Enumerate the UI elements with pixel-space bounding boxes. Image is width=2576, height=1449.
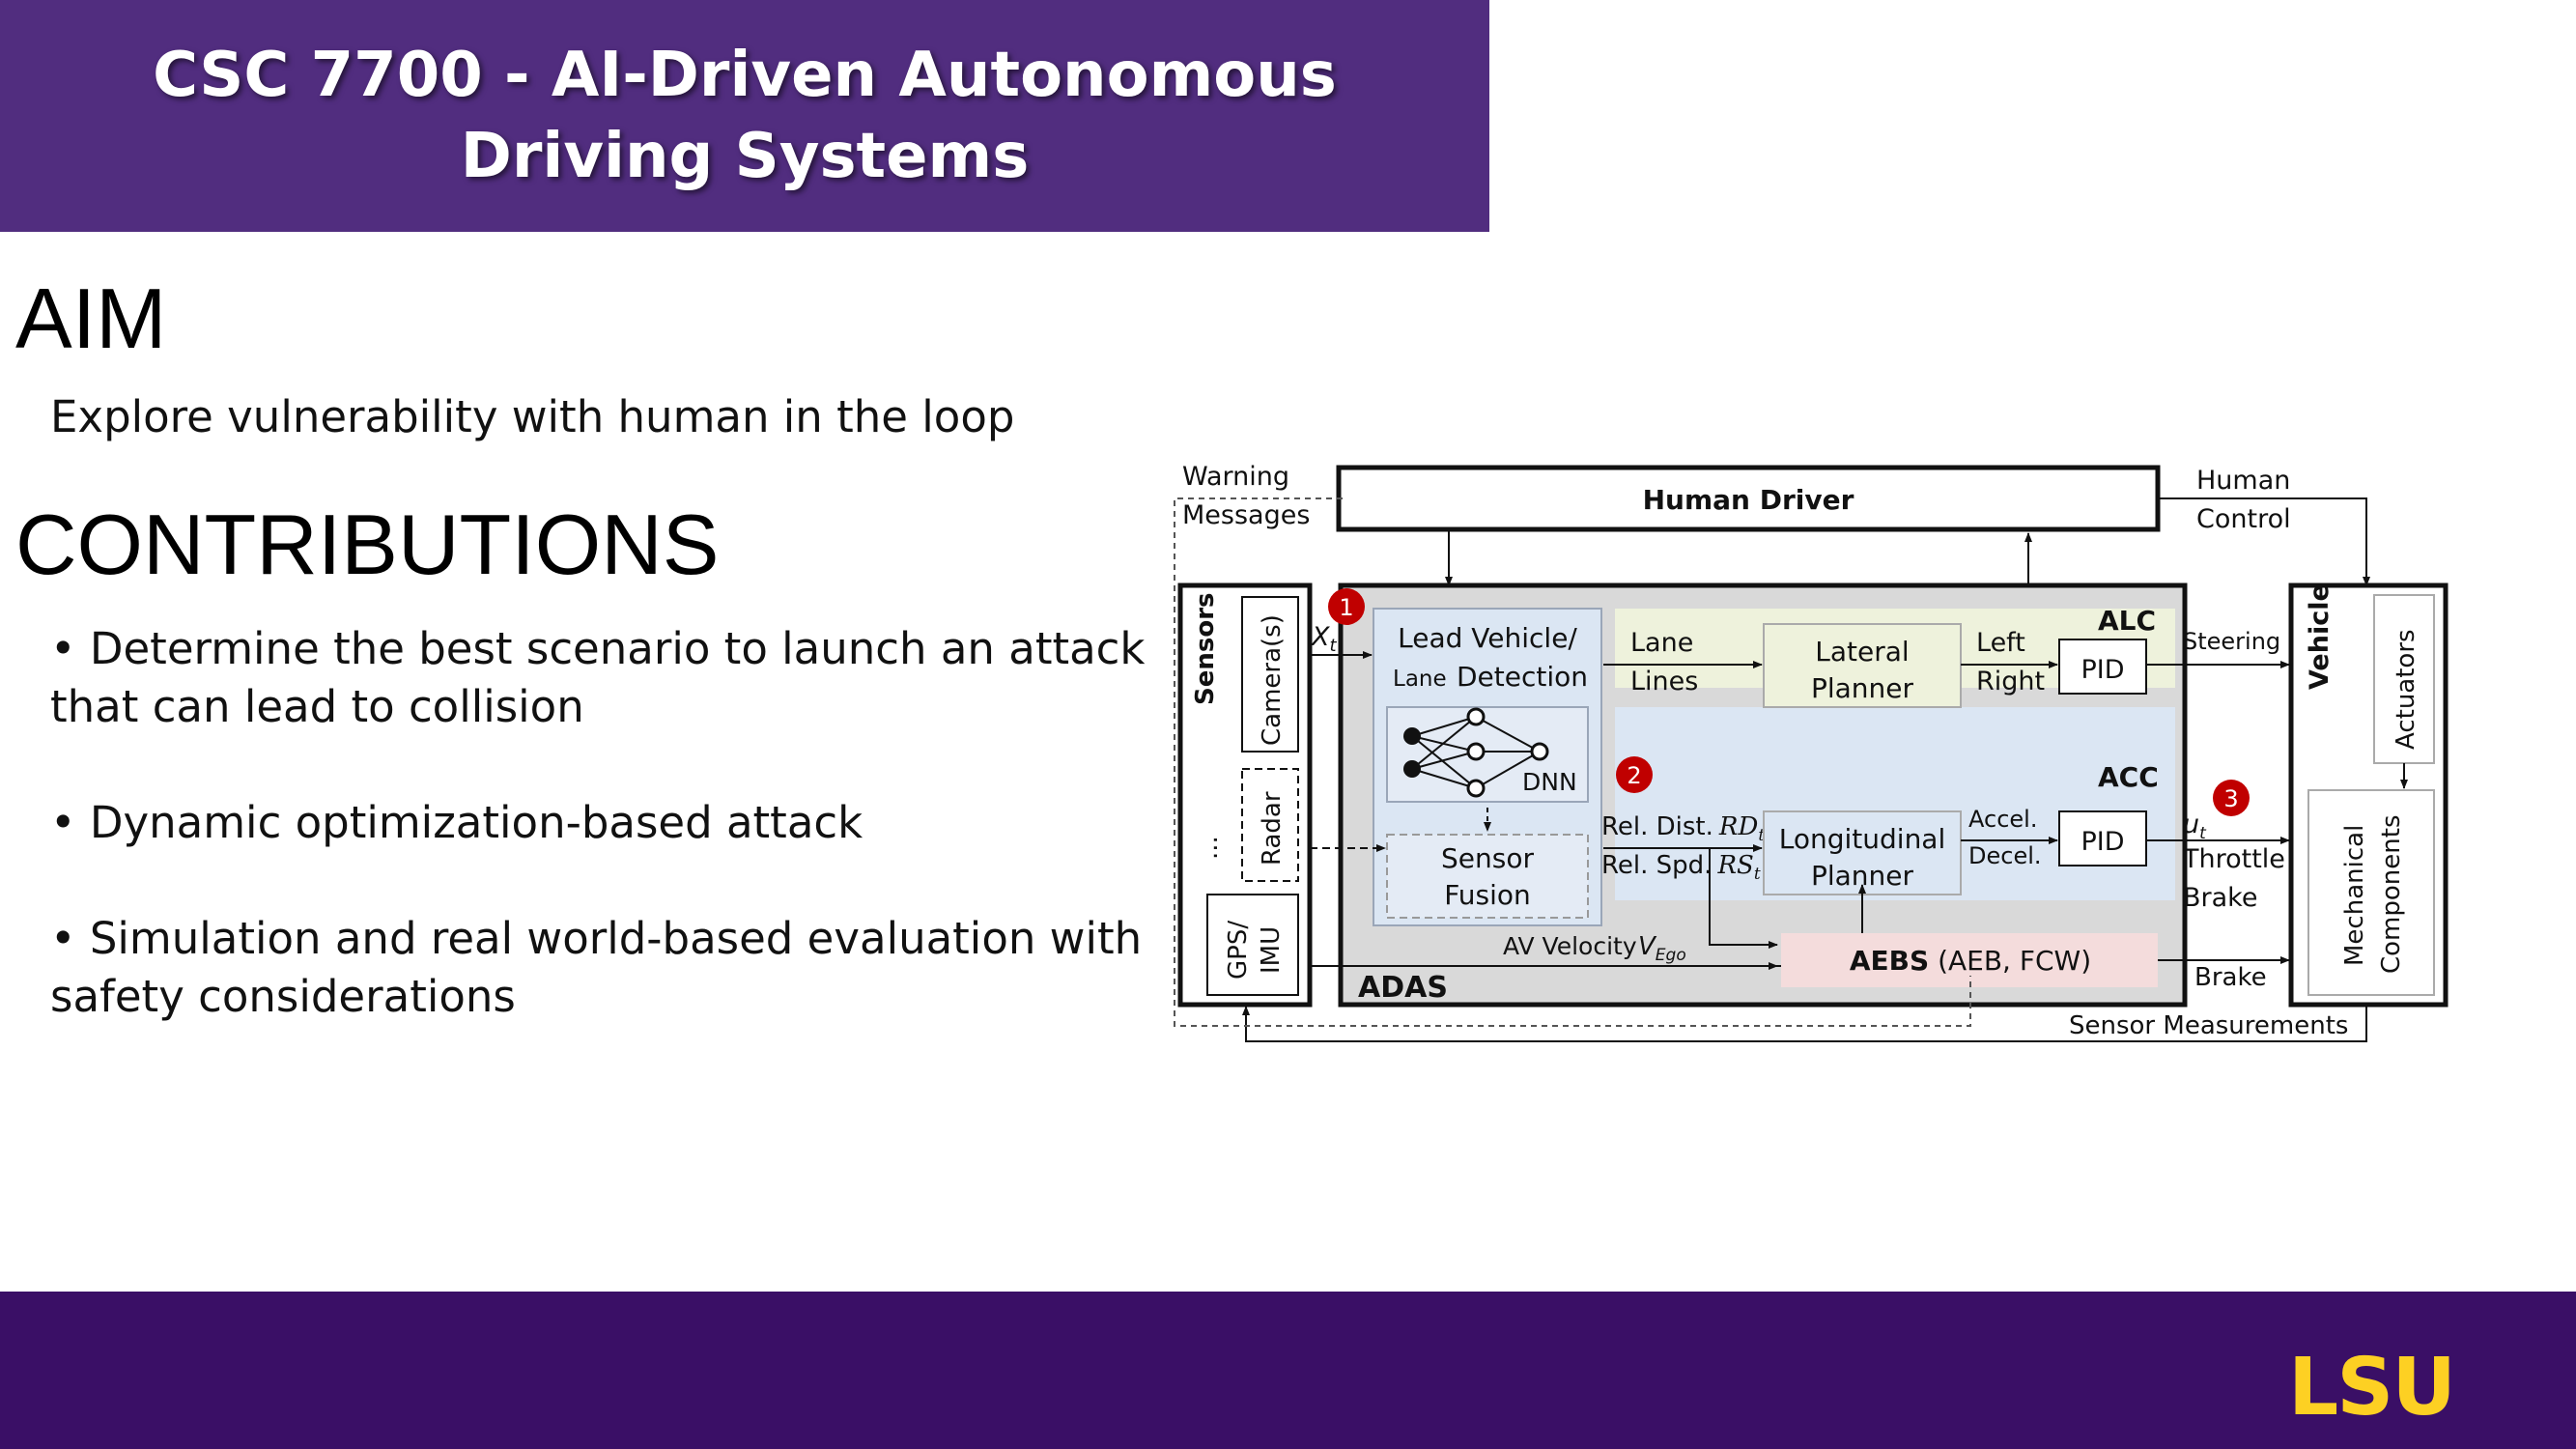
gps-label: GPS/ [1224, 921, 1253, 980]
bullet-1-line-1: • Determine the best scenario to launch … [50, 623, 1146, 674]
nn-hidden-node-1 [1466, 707, 1486, 726]
av-velocity-label: AV Velocity [1503, 932, 1637, 960]
steering-label: Steering [2183, 628, 2280, 655]
slide-title-line-1: CSC 7700 - AI-Driven Autonomous [153, 40, 1337, 111]
more-sensors-dots: ... [1195, 836, 1224, 860]
mechanical-components-box [2307, 789, 2435, 996]
radar-label: Radar [1258, 791, 1287, 866]
brake-label-2: Brake [2194, 963, 2267, 992]
rel-dist-label: Rel. Dist.RDt [1601, 812, 1765, 845]
bullet-3: • Simulation and real world-based evalua… [50, 910, 1142, 1026]
badge-2-number: 2 [1627, 762, 1641, 789]
slide-footer [0, 1292, 2576, 1449]
nn-hidden-node-2 [1466, 742, 1486, 761]
sensor-fusion-box [1386, 834, 1589, 919]
aim-heading: AIM [15, 270, 167, 366]
bullet-3-line-1: • Simulation and real world-based evalua… [50, 913, 1143, 964]
decel-label: Decel. [1968, 842, 2042, 869]
imu-label: IMU [1257, 926, 1286, 974]
mechanical-label: Mechanical [2340, 825, 2369, 966]
gps-imu-box [1206, 894, 1299, 996]
camera-label: Camera(s) [1258, 614, 1287, 746]
slide-title: CSC 7700 - AI-Driven Autonomous Driving … [0, 35, 1489, 197]
alc-pid-label: PID [2081, 655, 2124, 685]
ut-label: ut [2183, 810, 2207, 843]
components-label: Components [2377, 815, 2406, 975]
slide-header: CSC 7700 - AI-Driven Autonomous Driving … [0, 0, 1489, 232]
alc-pid-box [2058, 639, 2147, 695]
neural-network-icon [1411, 716, 1541, 789]
lateral-planner-label-2: Planner [1811, 672, 1914, 704]
longitudinal-planner-box [1763, 810, 1962, 895]
nn-input-node-2 [1403, 760, 1421, 778]
badge-3-number: 3 [2223, 785, 2238, 812]
vego-label: VEgo [1638, 932, 1686, 965]
bullet-2-line-1: • Dynamic optimization-based attack [50, 797, 863, 848]
brake-label: Brake [2183, 883, 2257, 913]
dnn-label: DNN [1522, 768, 1577, 796]
bullet-1-line-2: that can lead to collision [50, 681, 584, 732]
badge-2 [1616, 756, 1653, 793]
radar-box [1241, 768, 1299, 882]
lane-lines-label-2: Lines [1630, 667, 1698, 696]
adas-label: ADAS [1358, 971, 1448, 1005]
human-control-label-1: Human [2196, 466, 2290, 496]
right-label: Right [1976, 667, 2045, 696]
camera-box [1241, 596, 1299, 753]
lateral-planner-box [1763, 623, 1962, 708]
lsu-logo: LSU [2288, 1347, 2456, 1424]
vehicle-label: Vehicle [2305, 583, 2335, 690]
bullet-2: • Dynamic optimization-based attack [50, 794, 863, 852]
bullet-1: • Determine the best scenario to launch … [50, 620, 1145, 736]
slide-title-line-2: Driving Systems [460, 121, 1030, 192]
human-control-label-2: Control [2196, 504, 2291, 534]
sensor-measurements-arrow [1242, 1005, 2367, 1042]
accel-label: Accel. [1968, 806, 2037, 833]
reldist-to-aebs-arrow [1709, 848, 1778, 949]
lateral-planner-label-1: Lateral [1815, 636, 1909, 668]
sensor-fusion-label-2: Fusion [1444, 879, 1531, 911]
sensors-label: Sensors [1191, 592, 1220, 705]
throttle-label: Throttle [2182, 844, 2285, 874]
lane-lines-label-1: Lane [1630, 628, 1693, 658]
rel-spd-label: Rel. Spd.RSt [1601, 851, 1761, 884]
bullet-3-line-2: safety considerations [50, 971, 516, 1022]
warning-label-2: Messages [1182, 500, 1310, 530]
sensor-measurements-label: Sensor Measurements [2069, 1011, 2348, 1040]
detection-label: Detection [1457, 661, 1588, 693]
acc-pid-box [2058, 810, 2147, 867]
actuators-label: Actuators [2392, 629, 2420, 750]
aebs-label: AEBS (AEB, FCW) [1850, 945, 2091, 977]
aebs-box [1781, 933, 2158, 987]
human-driver-label: Human Driver [1643, 484, 1854, 516]
lsu-logo-text: LSU [2288, 1347, 2454, 1424]
badge-1-number: 1 [1339, 594, 1353, 621]
warning-messages-path [1174, 497, 1971, 1027]
sensor-fusion-label-1: Sensor [1441, 842, 1534, 874]
xt-label: Xt [1310, 622, 1338, 656]
adas-architecture-diagram: Warning Messages Human Driver Human Cont… [1174, 462, 2449, 1042]
contributions-heading: CONTRIBUTIONS [15, 497, 720, 592]
human-control-arrow [2158, 497, 2370, 586]
badge-3 [2213, 780, 2250, 816]
lane-small-label: Lane [1393, 667, 1447, 692]
longitudinal-planner-label-1: Longitudinal [1779, 823, 1946, 855]
left-label: Left [1976, 628, 2025, 658]
alc-label: ALC [2098, 605, 2156, 637]
lead-vehicle-label: Lead Vehicle/ [1398, 622, 1577, 654]
badge-1 [1328, 588, 1365, 625]
nn-input-node-1 [1403, 727, 1421, 745]
acc-label: ACC [2098, 761, 2159, 793]
nn-output-node [1530, 742, 1549, 761]
warning-label-1: Warning [1182, 462, 1289, 492]
aim-text: Explore vulnerability with human in the … [50, 391, 1015, 442]
acc-pid-label: PID [2081, 827, 2124, 857]
nn-hidden-node-3 [1466, 779, 1486, 798]
